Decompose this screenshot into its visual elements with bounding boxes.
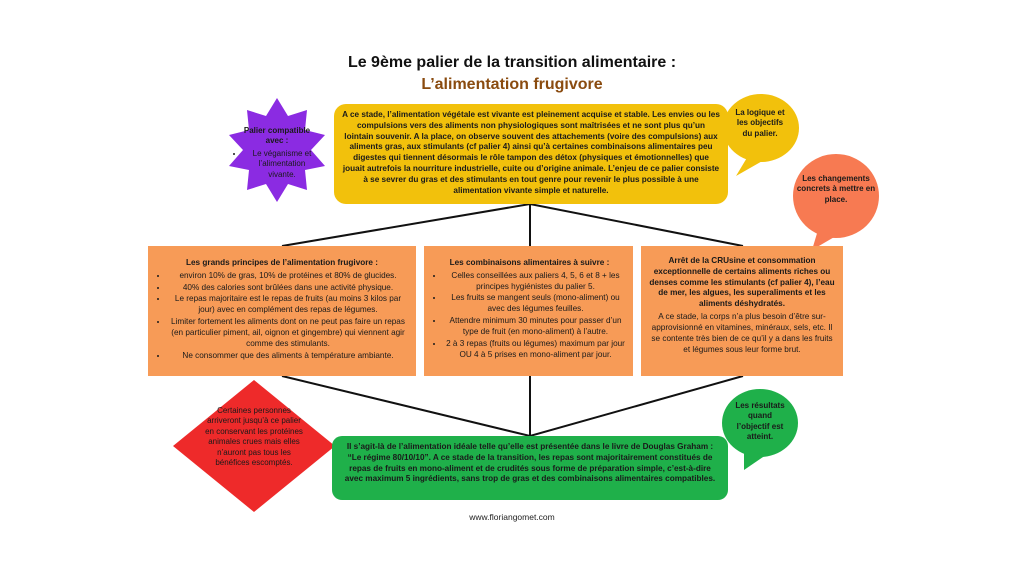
intro-text: A ce stade, l’alimentation végétale est … [342,110,720,195]
result-text: Il s’agit-là de l’alimentation idéale te… [344,442,716,484]
logic-bubble-text: La logique et les objectifs du palier. [735,108,785,138]
logic-speech-bubble [723,94,799,176]
crusine-title: Arrêt de la CRUsine et consommation exce… [649,256,835,309]
changes-speech-bubble [793,154,879,250]
changes-bubble-text: Les changements concrets à mettre en pla… [796,174,876,204]
principles-item: Limiter fortement les aliments dont on n… [168,317,408,349]
principles-list: environ 10% de gras, 10% de protéines et… [156,271,408,362]
combinations-title: Les combinaisons alimentaires à suivre : [449,258,610,267]
warning-diamond [173,380,335,512]
principles-item: 40% des calories sont brûlées dans une a… [168,283,408,294]
diamond-text: Certaines personnes arriveront jusqu’à c… [205,406,303,467]
page-subtitle: L’alimentation frugivore [421,76,603,93]
results-bubble-text: Les résultats quand l’objectif est attei… [735,401,785,442]
combinations-item: Attendre minimum 30 minutes pour passer … [444,316,627,338]
combinations-box: Les combinaisons alimentaires à suivre :… [424,246,633,376]
principles-item: Ne consommer que des aliments à températ… [168,351,408,362]
principles-box: Les grands principes de l’alimentation f… [148,246,416,376]
connector-top [281,202,744,247]
combinations-item: Les fruits se mangent seuls (mono-alimen… [444,293,627,315]
principles-item: Le repas majoritaire est le repas de fru… [168,294,408,316]
combinations-list: Celles conseillées aux paliers 4, 5, 6 e… [432,271,627,361]
starburst-list: Le véganisme et l’alimentation vivante. [234,149,320,180]
starburst-heading: Palier compatible avec : [243,126,311,146]
result-box: Il s’agit-là de l’alimentation idéale te… [332,436,728,500]
starburst-item: Le véganisme et l’alimentation vivante. [244,149,320,180]
connector-bottom [281,375,744,438]
combinations-item: Celles conseillées aux paliers 4, 5, 6 e… [444,271,627,293]
principles-title: Les grands principes de l’alimentation f… [186,258,378,267]
compatibility-starburst [229,98,325,202]
crusine-text: A ce stade, la corps n’a plus besoin d’ê… [651,312,833,354]
footer-website: www.floriangomet.com [469,512,555,522]
page-title: Le 9ème palier de la transition alimenta… [347,54,677,71]
crusine-box: Arrêt de la CRUsine et consommation exce… [641,246,843,376]
starburst-content: Palier compatible avec : Le véganisme et… [234,126,320,180]
results-speech-bubble [722,389,798,470]
combinations-item: 2 à 3 repas (fruits ou légumes) maximum … [444,339,627,361]
intro-box: A ce stade, l’alimentation végétale est … [334,104,728,204]
principles-item: environ 10% de gras, 10% de protéines et… [168,271,408,282]
